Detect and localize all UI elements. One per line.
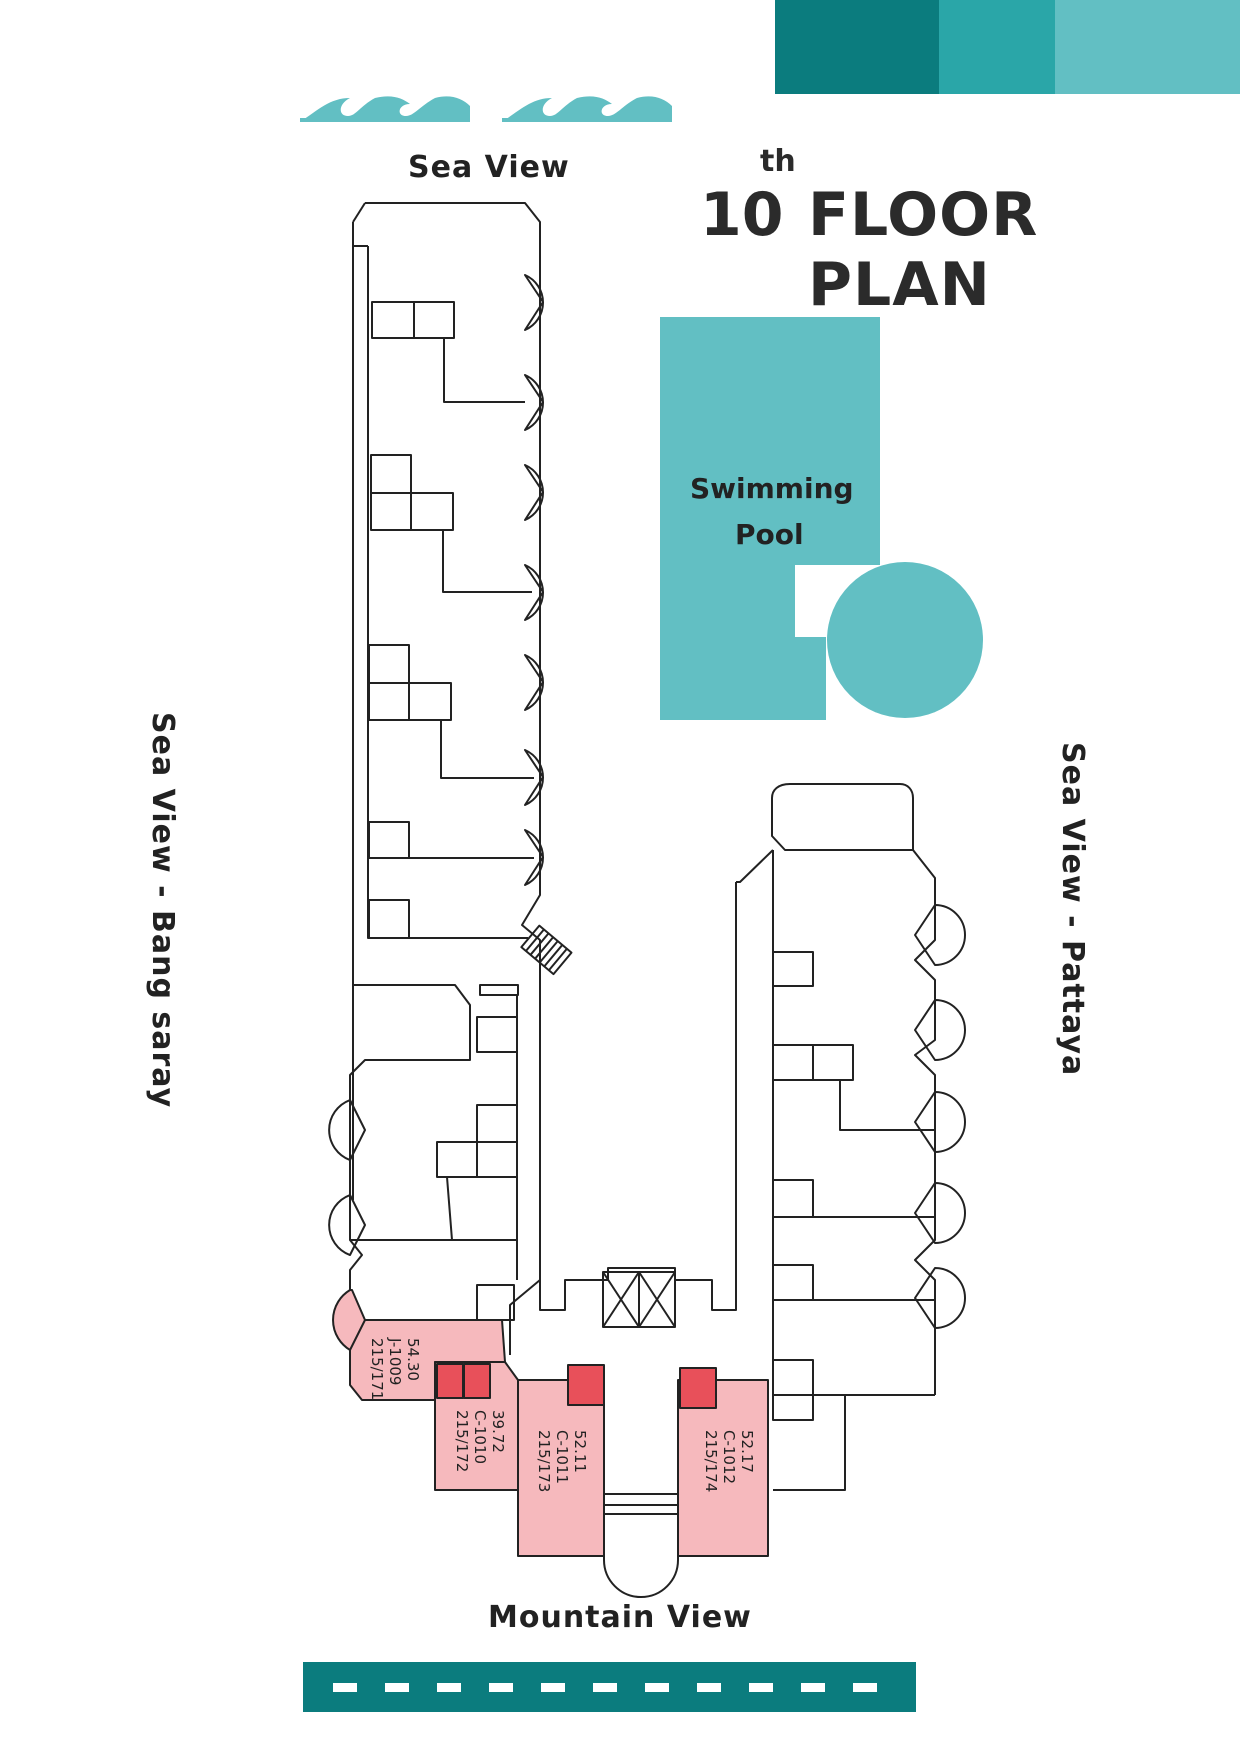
unit-code: C-1012	[720, 1430, 738, 1484]
unit-area: 52.11	[571, 1430, 589, 1473]
pool-label-line2: Pool	[735, 518, 804, 551]
unit-code: J-1009	[386, 1337, 404, 1385]
unit-j-1009-bay	[332, 1289, 366, 1351]
unit-c-1010-accent	[463, 1363, 491, 1399]
band-dark	[775, 0, 939, 94]
direction-label-bottom: Mountain View	[488, 1600, 752, 1635]
header-color-bands	[775, 0, 1240, 94]
title-superscript: th	[760, 144, 796, 179]
unit-code: C-1010	[471, 1410, 489, 1464]
unit-labels: 54.30 J-1009 215/171 39.72 C-1010 215/17…	[368, 1337, 756, 1492]
band-light	[1055, 0, 1240, 94]
unit-code: C-1011	[553, 1430, 571, 1484]
road-footer	[303, 1662, 916, 1712]
title-floor-number: 10	[700, 180, 784, 250]
unit-number: 215/174	[702, 1430, 720, 1492]
unit-c-1011-accent	[567, 1364, 605, 1406]
swimming-pool	[660, 317, 983, 720]
page-title: 10 th FLOOR PLAN	[700, 140, 1200, 320]
direction-label-left-text: Sea View - Bang saray	[145, 712, 180, 1109]
unit-area: 39.72	[489, 1410, 507, 1453]
direction-label-top: Sea View	[408, 150, 570, 185]
unit-number: 215/172	[453, 1410, 471, 1472]
unit-c-1012	[677, 1379, 769, 1557]
band-mid	[939, 0, 1055, 94]
unit-c-1012-accent	[679, 1367, 717, 1409]
wave-icon	[502, 96, 672, 122]
pool-label-line1: Swimming	[690, 472, 854, 505]
unit-area: 52.17	[738, 1430, 756, 1473]
unit-number: 215/171	[368, 1338, 386, 1400]
highlighted-units	[332, 1289, 769, 1557]
direction-label-right-text: Sea View - Pattaya	[1055, 742, 1090, 1077]
wave-icon	[300, 96, 470, 122]
unit-number: 215/173	[535, 1430, 553, 1492]
unit-c-1010-accent	[436, 1363, 464, 1399]
title-text: FLOOR PLAN	[808, 180, 1039, 320]
unit-area: 54.30	[404, 1338, 422, 1381]
